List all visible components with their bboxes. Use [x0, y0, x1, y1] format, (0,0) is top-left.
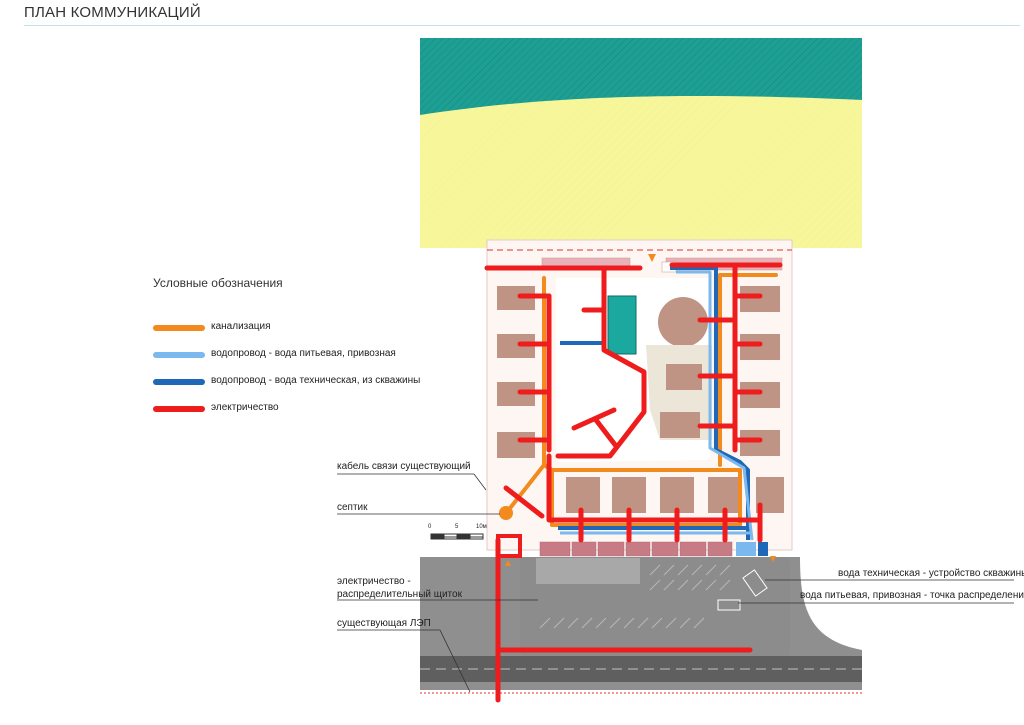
septic-tank [499, 506, 513, 520]
legend-label: водопровод - вода техническая, из скважи… [211, 375, 421, 386]
bottom-cottages [566, 477, 784, 513]
right-cottages [740, 286, 780, 456]
callout-tech-water: вода техническая - устройство скважины [838, 568, 1024, 579]
callout-electric-line2: распределительный щиток [337, 589, 462, 600]
legend-label: электричество [211, 402, 279, 413]
legend-label: канализация [211, 321, 271, 332]
scale-label-0: 0 [428, 524, 432, 530]
inner-cottages [660, 364, 702, 438]
service-buildings [539, 541, 733, 557]
electric-swatch [153, 406, 205, 412]
title-divider [24, 25, 1020, 26]
callout-electric-line1: электричество - [337, 576, 411, 587]
scale-label-5: 5 [455, 524, 459, 530]
pool [607, 295, 637, 355]
sewage-swatch [153, 325, 205, 331]
callout-septic: септик [337, 502, 368, 513]
drink-water-swatch [153, 352, 205, 358]
tech-water-swatch [153, 379, 205, 385]
legend-label: водопровод - вода питьевая, привозная [211, 348, 396, 359]
distribution-panel [496, 534, 522, 558]
callout-comm-cable: кабель связи существующий [337, 461, 471, 472]
scale-label-10: 10м [476, 524, 487, 530]
page-title: ПЛАН КОММУНИКАЦИЙ [24, 4, 201, 21]
legend-heading: Условные обозначения [153, 276, 283, 290]
callout-leaders [337, 473, 1014, 693]
scale-bar [430, 533, 484, 540]
water-point [736, 542, 756, 556]
tech-water-lines [558, 266, 750, 540]
drink-water-lines [560, 270, 754, 541]
electric-lines [484, 262, 783, 703]
round-pavilion [658, 297, 708, 347]
callout-power-line: существующая ЛЭП [337, 618, 431, 629]
callout-drink-water: вода питьевая, привозная - точка распред… [800, 590, 1024, 601]
